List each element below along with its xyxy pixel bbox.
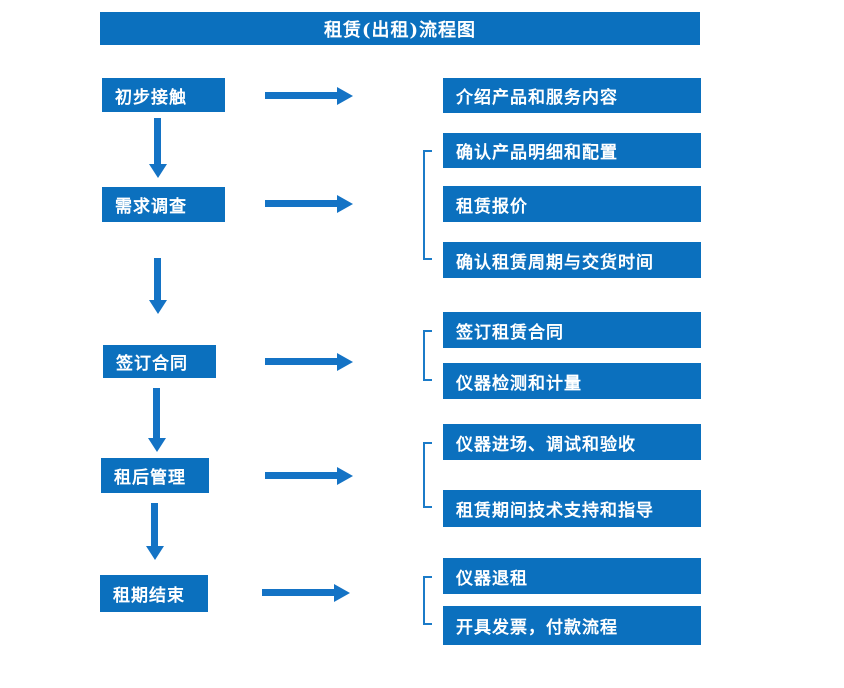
detail-box: 租赁期间技术支持和指导 (443, 490, 701, 527)
detail-box: 确认产品明细和配置 (443, 133, 701, 168)
arrow-right-icon (265, 92, 337, 99)
step-box-initial-contact: 初步接触 (102, 78, 225, 112)
detail-box: 确认租赁周期与交货时间 (443, 242, 701, 278)
arrow-right-icon (265, 200, 337, 207)
detail-box: 签订租赁合同 (443, 312, 701, 348)
bracket-connector (423, 330, 432, 381)
arrow-right-icon (265, 472, 337, 479)
detail-box: 租赁报价 (443, 186, 701, 222)
detail-box: 仪器退租 (443, 558, 701, 594)
step-box-demand-survey: 需求调查 (102, 187, 225, 222)
detail-box: 开具发票，付款流程 (443, 606, 701, 645)
detail-box: 仪器进场、调试和验收 (443, 424, 701, 460)
arrow-down-icon (151, 503, 158, 546)
detail-box: 仪器检测和计量 (443, 363, 701, 399)
detail-box: 介绍产品和服务内容 (443, 78, 701, 113)
arrow-right-icon (265, 358, 337, 365)
bracket-connector (423, 150, 432, 260)
arrow-down-icon (154, 118, 161, 164)
bracket-connector (423, 576, 432, 625)
step-box-lease-end: 租期结束 (100, 575, 208, 612)
arrow-down-icon (153, 388, 160, 438)
arrow-right-icon (262, 589, 334, 596)
flowchart-title: 租赁(出租)流程图 (100, 12, 700, 45)
step-box-post-lease-management: 租后管理 (101, 458, 209, 493)
step-box-sign-contract: 签订合同 (103, 345, 216, 378)
arrow-down-icon (154, 258, 161, 300)
bracket-connector (423, 442, 432, 508)
